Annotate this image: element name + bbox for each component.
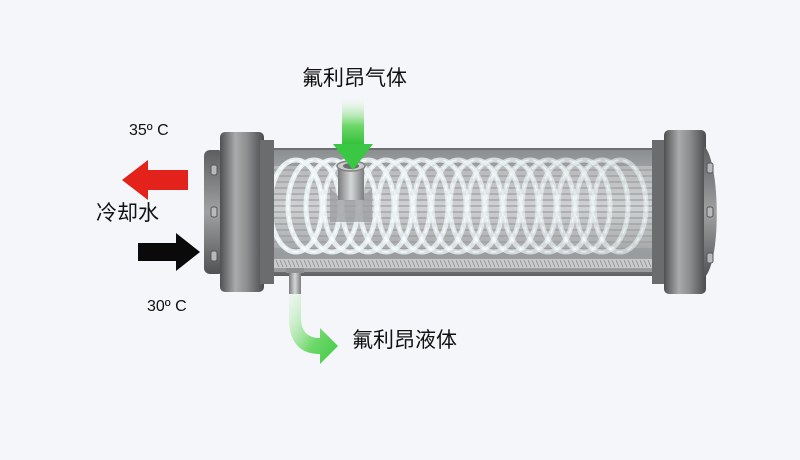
coolant-out-arrow <box>122 160 188 200</box>
gas-inlet-arrow <box>333 100 373 170</box>
gas-inlet-label: 氟利昂气体 <box>302 66 407 90</box>
left-flange-bolts <box>210 164 218 262</box>
coolant-in-arrow <box>138 233 200 271</box>
liquid-outlet-arrow <box>289 294 338 364</box>
liquid-channel <box>272 256 656 272</box>
inlet-temperature: 30º C <box>147 298 187 315</box>
gas-inlet-pipe <box>330 160 372 222</box>
liquid-outlet-pipe <box>286 268 304 294</box>
coolant-label: 冷却水 <box>96 201 159 225</box>
liquid-outlet-label: 氟利昂液体 <box>352 328 457 352</box>
right-flange-bolts <box>706 162 714 264</box>
outlet-temperature: 35º C <box>129 122 169 139</box>
